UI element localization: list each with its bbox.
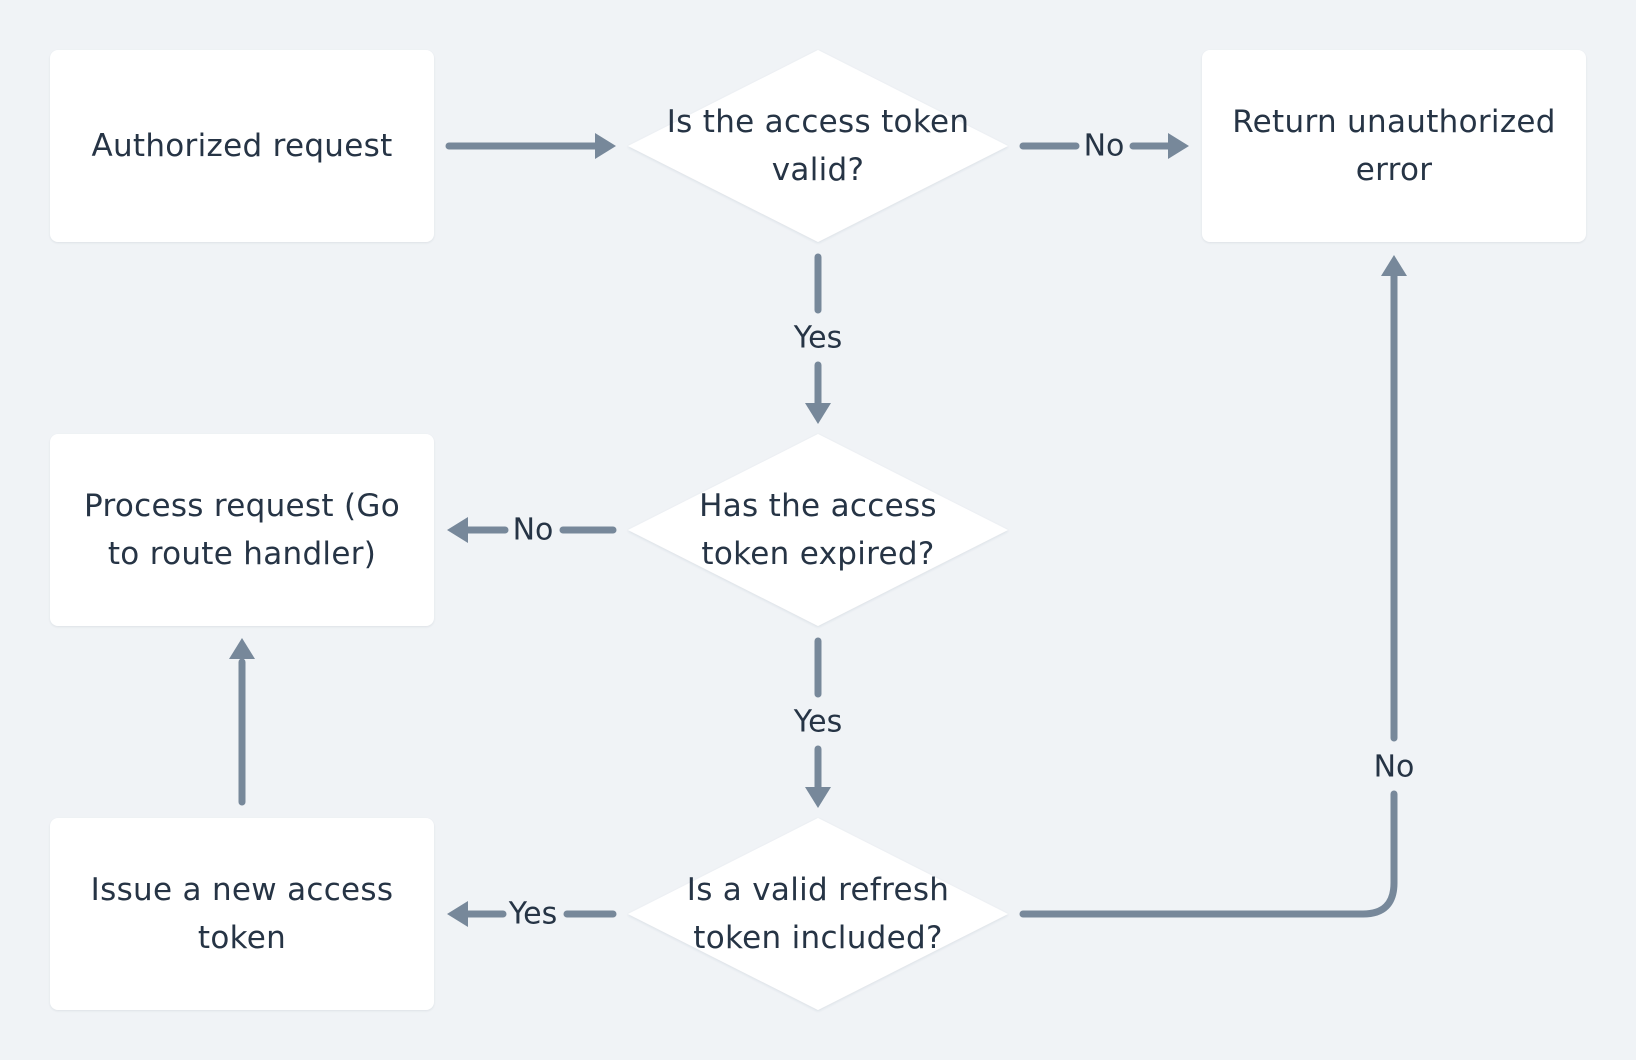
arrowhead-left [447, 517, 468, 543]
decision-token-expired-label: Has the access token expired? [699, 488, 937, 572]
node-issue-new-token: Issue a new access token [50, 818, 434, 1010]
node-unauthorized-error: Return unauthorized error [1202, 50, 1586, 242]
node-label: Issue a new access token [90, 872, 394, 956]
edge-label-expired-yes: Yes [793, 704, 843, 740]
edge-label-valid-no: No [1083, 128, 1125, 164]
node-label: Process request (Go to route handler) [84, 488, 400, 572]
node-process-request: Process request (Go to route handler) [50, 434, 434, 626]
arrowhead-right [1168, 133, 1189, 159]
edge-label-refresh-no: No [1373, 749, 1415, 785]
arrowhead-down [805, 403, 831, 424]
decision-refresh-token-label: Is a valid refresh token included? [686, 872, 950, 956]
node-label: Authorized request [91, 128, 393, 164]
edge-label-expired-no: No [512, 512, 554, 548]
arrowhead-right [595, 133, 616, 159]
decision-token-valid-label: Is the access token valid? [666, 104, 970, 188]
edge-label-refresh-yes: Yes [508, 896, 558, 932]
node-authorized-request: Authorized request [50, 50, 434, 242]
edge-refresh-no-a [1019, 790, 1398, 918]
arrowhead-down [805, 787, 831, 808]
arrowhead-up [229, 638, 255, 659]
arrowhead-left [447, 901, 468, 927]
diamond-refresh-token [628, 818, 1008, 1010]
diamond-token-valid [628, 50, 1008, 242]
arrowhead-up [1381, 255, 1407, 276]
edge-label-valid-yes: Yes [793, 320, 843, 356]
node-label: Return unauthorized error [1232, 104, 1556, 188]
diamond-token-expired [628, 434, 1008, 626]
